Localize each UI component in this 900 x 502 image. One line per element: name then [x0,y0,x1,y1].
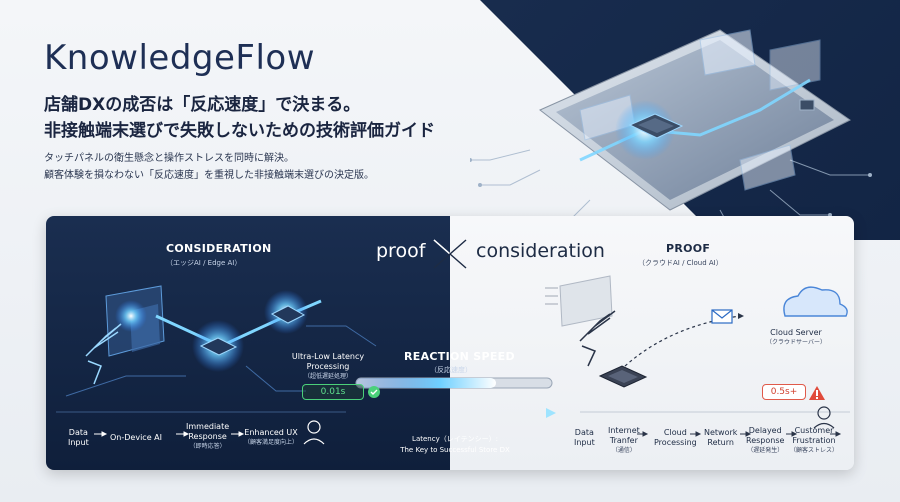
proof-flow-step: Internet Tranfer （通信） [608,426,640,454]
consideration-subtitle: （エッジAI / Edge AI） [166,259,242,267]
user-icon [303,420,325,445]
headline-line-1: 店舗DXの成否は「反応速度」で決まる。 [44,95,361,115]
hand-icon [579,310,616,367]
proof-panel [450,216,854,470]
latency-delay-badge: 0.5s+ [762,384,806,400]
proof-flow-step: Data Input [574,428,595,447]
envelope-icon [711,309,733,324]
brand-title: KnowledgeFlow [44,38,316,78]
comparison-panel: proof consideration CONSIDERATION （エッジAI… [46,216,854,470]
headline: 店舗DXの成否は「反応速度」で決まる。 非接触端末選びで失敗しないための技術評価… [44,92,435,144]
comparison-left-word: proof [376,240,426,262]
proof-flow-step: Customer Frustration （顧客ストレス） [790,426,839,454]
consideration-flow-step: On-Device AI [110,433,162,442]
consideration-flow-step: Enhanced UX （顧客満足度向上） [244,428,299,446]
warning-icon [809,386,825,400]
proof-flow-step: Cloud Processing [654,428,697,447]
consideration-title: CONSIDERATION [166,242,272,255]
hand-icon [85,323,122,385]
reaction-speed-bars [355,377,556,418]
subtext-line-1: タッチパネルの衛生懸念と操作ストレスを同時に解決。 [44,153,294,164]
consideration-flow-step: Immediate Response （即時応答） [186,422,230,450]
tablet-illustration [470,29,872,229]
vs-cross [433,239,467,269]
subtext-line-2: 顧客体験を損なわない「反応速度」を重視した非接触端末選びの決定版。 [44,170,374,181]
reaction-caption: Latency（レイテンシー）: The Key to Successful S… [400,435,510,454]
chip-icon [598,365,648,388]
latency-label: Ultra-Low Latency Processing （超低遅延処理） [291,352,365,380]
proof-flow-step: Network Return [704,428,738,447]
consideration-flow-step: Data Input [68,428,89,447]
comparison-right-word: consideration [476,240,605,262]
proof-illustration [545,275,850,437]
consideration-illustration [56,285,377,445]
chip-icon [199,305,306,356]
proof-title: PROOF [666,242,711,255]
latency-value-badge: 0.01s [302,384,364,400]
cloud-icon [783,286,848,317]
proof-flow-step: Delayed Response （遅延発生） [746,426,785,454]
cloud-server-label: Cloud Server （クラウドサーバー） [766,328,826,346]
check-icon [368,386,380,398]
reaction-speed-title: REACTION SPEED [404,350,515,363]
reaction-speed-subtitle: （反応速度） [430,366,472,374]
user-icon [813,406,835,429]
proof-subtitle: （クラウドAI / Cloud AI） [638,259,723,267]
headline-line-2: 非接触端末選びで失敗しないための技術評価ガイド [44,121,435,141]
subtext: タッチパネルの衛生懸念と操作ストレスを同時に解決。 顧客体験を損なわない「反応速… [44,150,374,184]
